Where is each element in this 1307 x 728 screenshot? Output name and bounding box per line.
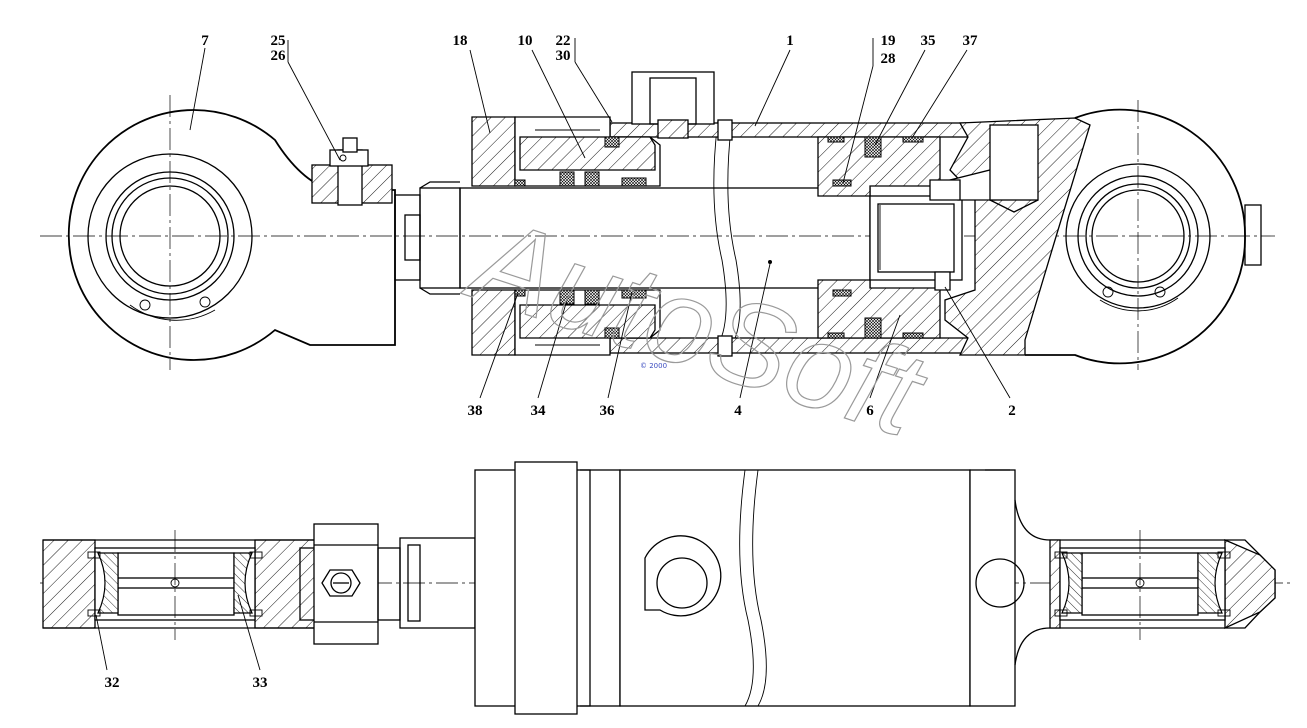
- tube-outer: [619, 469, 1016, 707]
- callout-35: 35: [921, 33, 936, 49]
- callout-32: 32: [105, 675, 120, 691]
- callout-2: 2: [1008, 403, 1016, 419]
- top-view: [40, 461, 1290, 715]
- section-view: [40, 71, 1275, 370]
- callout-19: 19: [881, 33, 896, 49]
- callout-18: 18: [453, 33, 468, 49]
- cylinder-tube: [609, 71, 971, 357]
- head-end: [929, 100, 1262, 370]
- leader-lines: [95, 38, 1011, 671]
- callout-28: 28: [881, 51, 896, 67]
- callout-labels: 7 25 26 18 10 22 30 1 19 28 35 37 38 34 …: [105, 33, 1016, 691]
- watermark-copyright: © 2000: [640, 362, 667, 370]
- callout-26: 26: [271, 48, 287, 64]
- nipple-boss: [299, 523, 401, 645]
- callout-7: 7: [201, 33, 209, 49]
- callout-4: 4: [734, 403, 742, 419]
- callout-1: 1: [786, 33, 794, 49]
- right-eye-section: [975, 499, 1276, 666]
- callout-22: 22: [556, 33, 571, 49]
- rod-center-dot: [768, 260, 772, 264]
- gland-assembly: [471, 116, 661, 356]
- callout-36: 36: [600, 403, 616, 419]
- callout-34: 34: [531, 403, 547, 419]
- left-rod-eye: [67, 95, 396, 370]
- callout-10: 10: [518, 33, 533, 49]
- callout-30: 30: [556, 48, 571, 64]
- callout-38: 38: [468, 403, 483, 419]
- callout-6: 6: [866, 403, 874, 419]
- rod-connector: [394, 181, 461, 295]
- callout-25: 25: [271, 33, 286, 49]
- callout-33: 33: [253, 675, 268, 691]
- callout-37: 37: [963, 33, 979, 49]
- left-eye-section: [42, 530, 316, 640]
- watermark-text: AutoSoft: [452, 190, 941, 463]
- gland-outer: [399, 461, 621, 715]
